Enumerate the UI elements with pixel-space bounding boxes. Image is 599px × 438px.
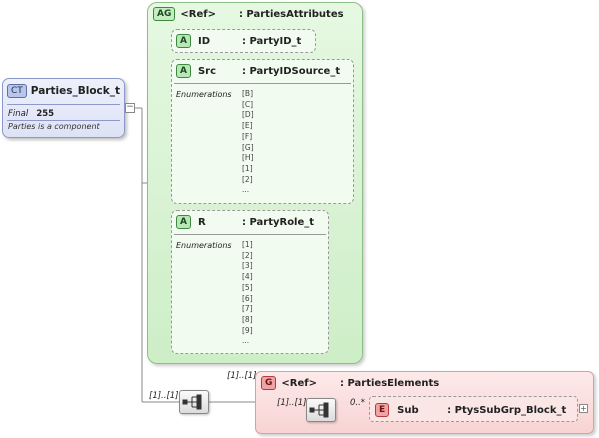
final-value: 255 (36, 109, 55, 119)
element-badge: E (375, 403, 390, 417)
enum-value: [6] (242, 293, 253, 303)
enum-value: [B] (242, 89, 253, 98)
expand-plus-icon[interactable]: + (579, 404, 588, 413)
attribute-src[interactable]: A Src : PartyIDSource_t Enumerations [B]… (171, 59, 354, 204)
complex-type-box[interactable]: CT Parties_Block_t Final 255 Parties is … (2, 78, 125, 138)
enum-value: [1] (242, 163, 253, 173)
divider (174, 234, 326, 235)
element-type: : PtysSubGrp_Block_t (447, 404, 567, 416)
attribute-type: : PartyID_t (241, 35, 302, 47)
element-name: Sub (397, 404, 419, 416)
enumerations-label: Enumerations (176, 241, 232, 250)
enum-value: [F] (242, 131, 253, 141)
divider (7, 120, 120, 121)
enum-value: [G] (242, 142, 254, 152)
group-header: G <Ref> : PartiesElements (261, 376, 439, 390)
attribute-id[interactable]: A ID : PartyID_t (171, 29, 316, 53)
enumeration-list: [1] [2] [3] [4] [5] [6] [7] [8] [9] ... (242, 240, 253, 347)
attribute-group-badge: AG (153, 7, 176, 21)
complex-type-name: Parties_Block_t (30, 85, 121, 97)
attribute-group-type: : PartiesAttributes (238, 8, 344, 20)
sequence-cardinality: [1]..[1] (149, 391, 179, 401)
attribute-group-ref: <Ref> (180, 8, 216, 20)
enum-value: [C] (242, 99, 254, 109)
attribute-name: Src (197, 65, 217, 77)
sequence-icon (309, 402, 329, 418)
sequence-icon (182, 394, 202, 410)
enum-value: [H] (242, 153, 254, 163)
complex-type-badge: CT (7, 84, 27, 98)
final-label: Final (8, 109, 29, 119)
enum-value: [2] (242, 174, 253, 184)
enum-value: [D] (242, 110, 254, 120)
inner-sequence-node[interactable] (306, 398, 336, 422)
enum-value: ... (242, 336, 250, 346)
attribute-badge: A (176, 34, 191, 48)
group-badge: G (261, 376, 277, 390)
attribute-badge: A (176, 64, 191, 78)
complex-type-description: Parties is a component (8, 122, 100, 131)
enum-value: [1] (242, 240, 253, 249)
enum-value: [5] (242, 282, 253, 292)
enum-value: [2] (242, 250, 253, 260)
group-type: : PartiesElements (339, 377, 440, 389)
element-cardinality: 0..* (350, 398, 366, 408)
attribute-group-header: AG <Ref> : PartiesAttributes (153, 7, 344, 21)
attribute-badge: A (176, 215, 191, 229)
collapse-minus-icon[interactable]: − (125, 102, 135, 113)
inner-sequence-cardinality: [1]..[1] (277, 398, 307, 408)
divider (174, 83, 351, 84)
attribute-type: : PartyIDSource_t (241, 65, 341, 77)
group-cardinality: [1]..[1] (227, 371, 257, 381)
final-row: Final 255 (8, 109, 54, 119)
enumeration-list: [B] [C] [D] [E] [F] [G] [H] [1] [2] ... (242, 89, 254, 196)
attribute-name: R (197, 216, 206, 228)
enum-value: [7] (242, 304, 253, 314)
enumerations-label: Enumerations (176, 90, 232, 99)
attribute-type: : PartyRole_t (241, 216, 315, 228)
element-sub[interactable]: E Sub : PtysSubGrp_Block_t (369, 396, 578, 422)
sequence-node[interactable] (179, 390, 209, 414)
divider (7, 104, 120, 105)
enum-value: [9] (242, 325, 253, 335)
enum-value: [E] (242, 121, 253, 131)
group-ref: <Ref> (281, 377, 317, 389)
enum-value: ... (242, 185, 250, 195)
enum-value: [8] (242, 314, 253, 324)
attribute-r[interactable]: A R : PartyRole_t Enumerations [1] [2] [… (171, 210, 329, 354)
enum-value: [4] (242, 272, 253, 282)
enum-value: [3] (242, 261, 253, 271)
attribute-name: ID (197, 35, 210, 47)
